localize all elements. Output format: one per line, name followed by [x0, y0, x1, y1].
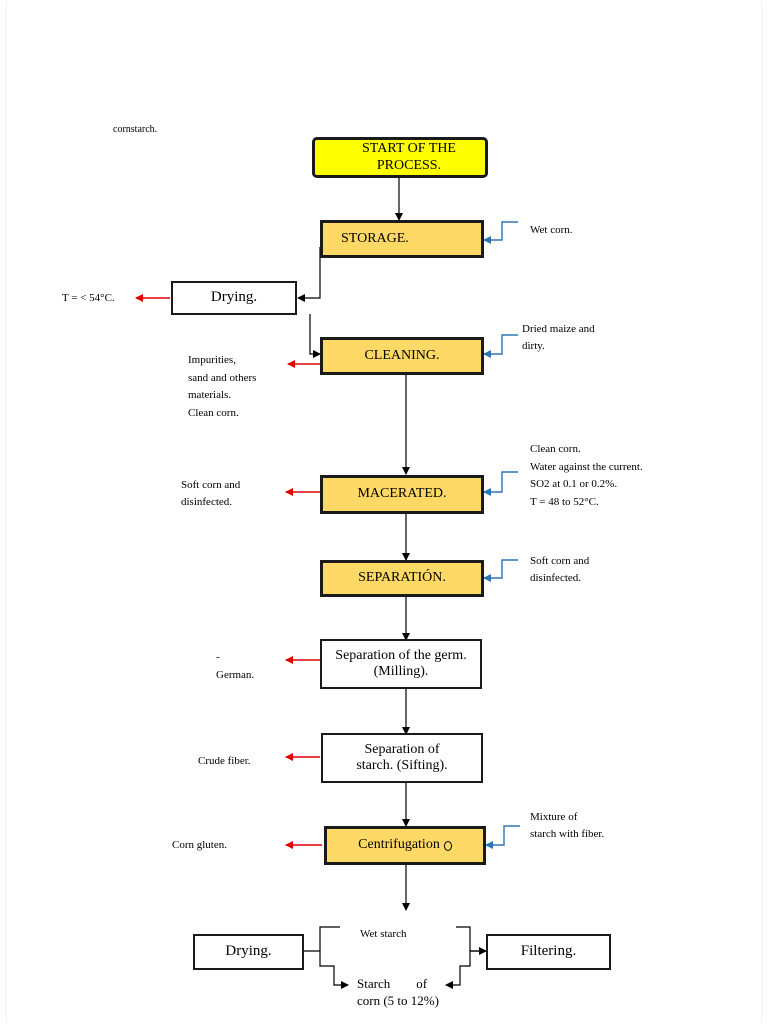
starch-line-1: Separation of	[364, 741, 440, 757]
filtering-node: Filtering.	[486, 934, 611, 970]
final-product-label: Starch of corn (5 to 12%)	[357, 975, 439, 1009]
temp-output-label: T = < 54°C.	[62, 292, 115, 304]
macerated-inputs-label: Clean corn. Water against the current. S…	[530, 441, 643, 511]
wet-corn-label: Wet corn.	[530, 224, 573, 236]
impurities-line-3: materials.	[188, 389, 232, 401]
impurities-line-2: sand and others	[188, 371, 257, 384]
soft-corn-out-line-2: disinfected.	[181, 496, 233, 508]
impurities-line-4: Clean corn.	[188, 406, 239, 419]
centrifugation-label: Centrifugation	[358, 837, 440, 853]
inputs-line-2: Water against the current.	[530, 460, 643, 473]
input-arrow-separation	[483, 559, 518, 582]
arrow-storage-drying	[297, 247, 321, 302]
dried-maize-label: Dried maize and dirty.	[522, 321, 595, 355]
centrifugation-node: Centrifugation	[324, 826, 486, 865]
german-label: German.	[216, 669, 255, 681]
mixture-label: Mixture of starch with fiber.	[530, 809, 604, 843]
start-node: START OF THE PROCESS.	[312, 137, 488, 178]
impurities-label: Impurities, sand and others materials. C…	[188, 352, 256, 422]
starch-line-2: starch. (Sifting).	[356, 758, 448, 773]
arrow-wet-starch-to-filtering	[456, 926, 487, 955]
corn-gluten-label: Corn gluten.	[172, 839, 227, 851]
soft-corn-out-line-1: Soft corn and	[181, 479, 241, 491]
germ-line-2: (Milling).	[373, 664, 429, 679]
input-arrow-cleaning	[483, 334, 518, 358]
drying-bottom-node: Drying.	[193, 934, 304, 970]
macerated-node: MACERATED.	[320, 475, 484, 514]
dried-maize-line-2: dirty.	[522, 340, 545, 352]
arrow-drying-cleaning	[309, 314, 321, 358]
inputs-line-3: SO2 at 0.1 or 0.2%.	[530, 478, 618, 490]
soft-corn-in-line-1: Soft corn and	[530, 555, 590, 567]
soft-corn-input-label: Soft corn and disinfected.	[530, 553, 589, 587]
arrow-drying-to-product	[319, 951, 349, 989]
header-note: cornstarch.	[113, 124, 158, 135]
mixture-line-2: starch with fiber.	[530, 828, 605, 840]
dried-maize-line-1: Dried maize and	[522, 323, 595, 335]
input-arrow-centrifugation	[485, 825, 520, 849]
germ-line-1: Separation of the germ.	[335, 647, 467, 663]
soft-corn-in-line-2: disinfected.	[530, 572, 582, 584]
cleaning-node: CLEANING.	[320, 337, 484, 375]
arrow-filtering-to-product	[445, 950, 486, 989]
storage-node: STORAGE.	[320, 220, 484, 258]
impurities-line-1: Impurities,	[188, 354, 236, 366]
soft-corn-output-label: Soft corn and disinfected.	[181, 477, 240, 511]
starch-separation-node: Separation of starch. (Sifting).	[321, 733, 483, 783]
drying-top-node: Drying.	[171, 281, 297, 315]
final-product-line-2: corn (5 to 12%)	[357, 993, 439, 1008]
wet-starch-label: Wet starch	[360, 928, 407, 940]
input-arrow-storage	[483, 221, 518, 244]
germ-separation-node: Separation of the germ. (Milling).	[320, 639, 482, 689]
crude-fiber-label: Crude fiber.	[198, 755, 251, 767]
inputs-line-4: T = 48 to 52°C.	[530, 495, 599, 508]
separation-node: SEPARATIÓN.	[320, 560, 484, 597]
circle-mark-icon	[443, 840, 452, 851]
input-arrow-macerated	[483, 471, 518, 496]
german-dash: -	[216, 651, 220, 663]
final-product-line-1: Starch of	[357, 976, 428, 991]
inputs-line-1: Clean corn.	[530, 443, 581, 455]
mixture-line-1: Mixture of	[530, 811, 578, 823]
